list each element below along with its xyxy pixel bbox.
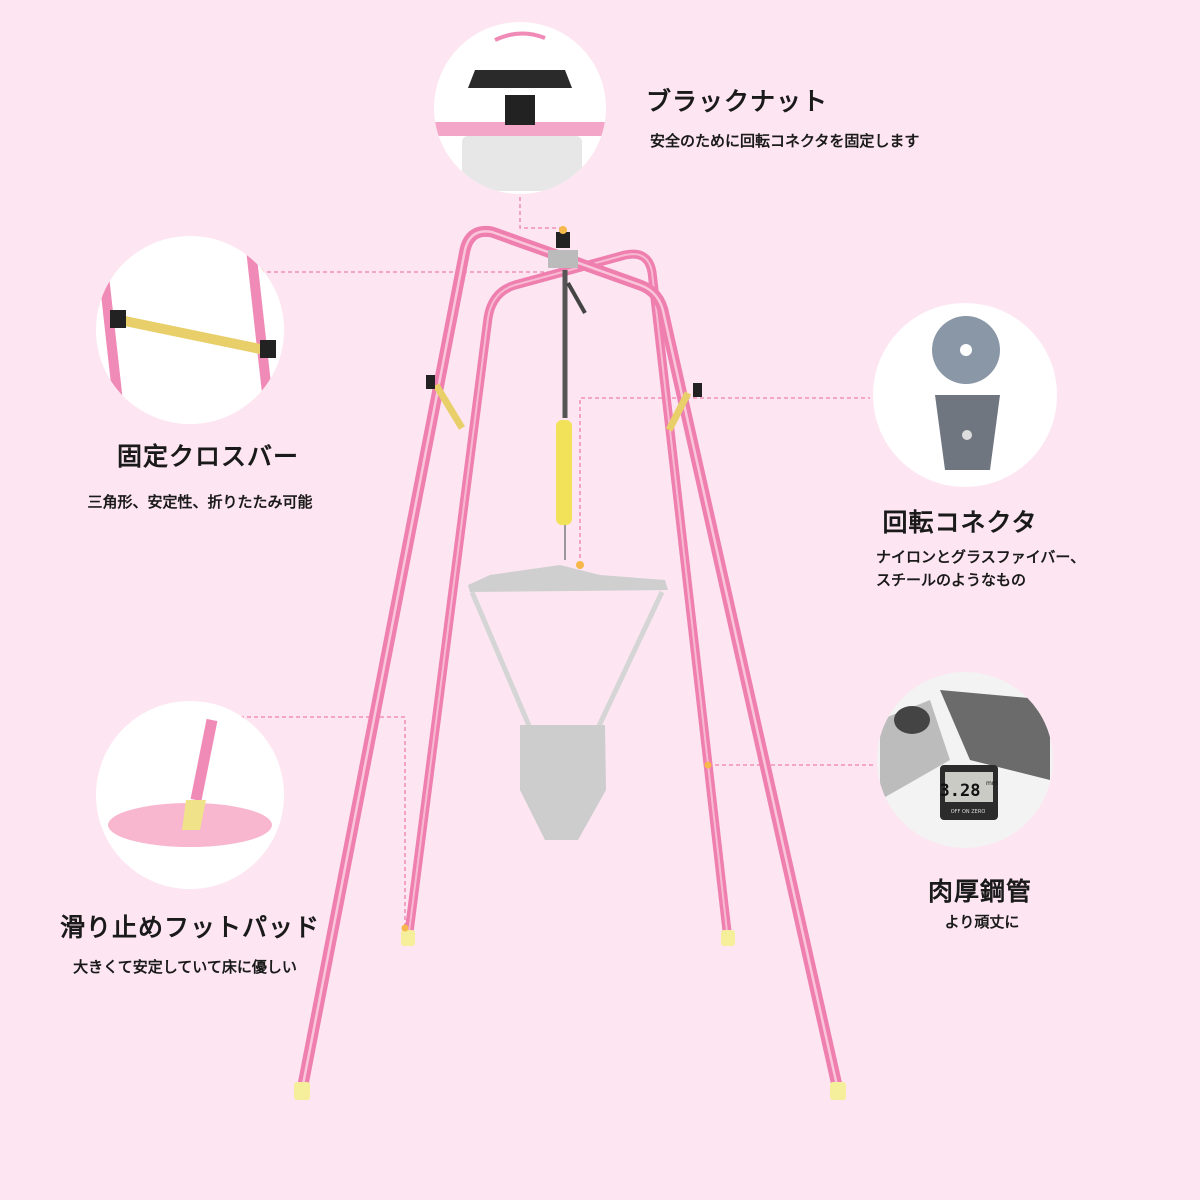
connector-desc-line2: スチールのようなもの (876, 571, 1027, 589)
steel-tube-detail: 3.28 mm OFF ON ZERO (877, 672, 1053, 848)
back-frame (403, 249, 733, 945)
leader-lines (212, 190, 875, 925)
black-nut-title: ブラックナット (646, 87, 829, 116)
footpad-desc: 大きくて安定していて床に優しい (73, 958, 297, 976)
connector-title: 回転コネクタ (882, 508, 1038, 537)
connector-detail (873, 303, 1057, 487)
crossbar-desc: 三角形、安定性、折りたたみ可能 (87, 493, 313, 511)
jumper (468, 232, 668, 840)
crossbar-title: 固定クロスバー (116, 442, 300, 471)
crossbar-detail (96, 236, 284, 424)
caliper-unit: mm (986, 780, 998, 787)
front-frame (296, 225, 844, 1096)
caliper-reading: 3.28 (940, 781, 981, 801)
steel-tube-title: 肉厚鋼管 (927, 877, 1033, 906)
black-nut-detail (434, 22, 606, 194)
footpads (294, 930, 846, 1100)
caliper-buttons: OFF ON ZERO (951, 809, 986, 815)
connector-desc-line1: ナイロンとグラスファイバー、 (876, 548, 1086, 566)
black-nut-desc: 安全のために回転コネクタを固定します (650, 132, 920, 150)
footpad-detail (96, 701, 284, 889)
footpad-title: 滑り止めフットパッド (59, 913, 321, 942)
crossbars (426, 375, 702, 432)
steel-tube-desc: より頑丈に (944, 913, 1020, 931)
